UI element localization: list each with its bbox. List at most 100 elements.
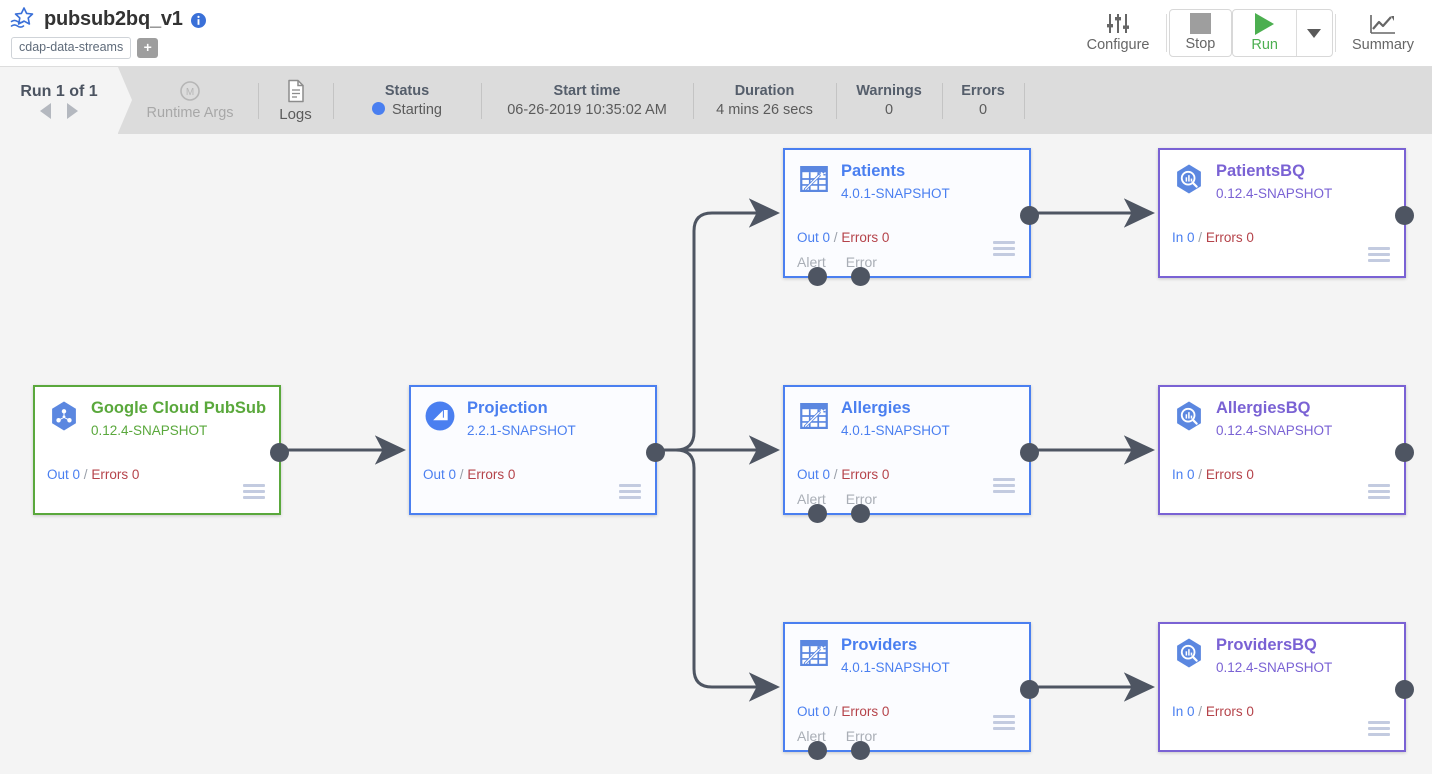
tag-row: cdap-data-streams + [11, 37, 159, 59]
chart-trend-icon [1370, 15, 1395, 34]
node-metrics: In 0 / Errors 0 [1172, 230, 1254, 246]
node-alert-port[interactable] [808, 504, 827, 523]
sliders-icon [1107, 14, 1130, 33]
node-projection[interactable]: Projection 2.2.1-SNAPSHOT Out 0 / Errors… [409, 385, 665, 515]
node-menu-button[interactable] [1368, 247, 1390, 262]
node-output-port[interactable] [1020, 680, 1039, 699]
node-menu-button[interactable] [243, 484, 265, 499]
previous-run-button[interactable] [40, 102, 51, 119]
node-metric-in: In 0 [1172, 704, 1195, 719]
metric-separator: / [1198, 704, 1203, 719]
toolbar-divider [1165, 14, 1167, 52]
node-title: Projection [467, 399, 548, 417]
node-output-port[interactable] [1395, 443, 1414, 462]
node-title-block: Google Cloud PubSub 0.12.4-SNAPSHOT [91, 399, 266, 439]
node-menu-button[interactable] [619, 484, 641, 499]
node-menu-button[interactable] [993, 241, 1015, 256]
projection-icon [425, 401, 455, 431]
run-counter-arrow [118, 67, 132, 133]
node-title-block: PatientsBQ 0.12.4-SNAPSHOT [1216, 162, 1332, 202]
node-output-port[interactable] [646, 443, 665, 462]
node-header: Providers 4.0.1-SNAPSHOT [785, 624, 1029, 676]
pipeline-canvas[interactable]: Google Cloud PubSub 0.12.4-SNAPSHOT Out … [0, 134, 1432, 774]
run-label: Run [1251, 36, 1278, 53]
status-value-wrap: Starting [372, 102, 442, 118]
node-google-cloud-pubsub[interactable]: Google Cloud PubSub 0.12.4-SNAPSHOT Out … [33, 385, 289, 515]
node-header: Projection 2.2.1-SNAPSHOT [411, 387, 655, 439]
stat-divider [1024, 83, 1025, 119]
node-providers[interactable]: Providers 4.0.1-SNAPSHOT Out 0 / Errors … [783, 622, 1039, 760]
node-alert-port[interactable] [808, 267, 827, 286]
pipeline-name: pubsub2bq_v1 [44, 7, 183, 30]
node-title-block: AllergiesBQ 0.12.4-SNAPSHOT [1216, 399, 1332, 439]
start-time-title: Start time [553, 83, 621, 99]
run-button[interactable]: Run [1233, 10, 1296, 56]
wrangler-icon [800, 165, 828, 193]
run-dropdown-button[interactable] [1295, 10, 1332, 56]
node-menu-button[interactable] [993, 478, 1015, 493]
node-port-labels: Alert Error [797, 491, 877, 507]
node-error-port[interactable] [851, 504, 870, 523]
runtime-args-button[interactable]: M Runtime Args [140, 67, 240, 134]
node-output-port[interactable] [1020, 206, 1039, 225]
node-error-port[interactable] [851, 741, 870, 760]
pipeline-tag[interactable]: cdap-data-streams [11, 37, 132, 59]
node-alert-port[interactable] [808, 741, 827, 760]
stop-icon [1189, 13, 1211, 34]
summary-button[interactable]: Summary [1338, 0, 1428, 66]
node-title-block: Projection 2.2.1-SNAPSHOT [467, 399, 576, 439]
node-metric-out: Out 0 [797, 467, 831, 482]
node-error-port[interactable] [851, 267, 870, 286]
node-patientsbq[interactable]: PatientsBQ 0.12.4-SNAPSHOT In 0 / Errors… [1158, 148, 1414, 278]
node-version: 0.12.4-SNAPSHOT [91, 423, 208, 438]
wrangler-icon [800, 639, 828, 667]
node-metric-errors: Errors 0 [841, 230, 890, 245]
node-metrics: Out 0 / Errors 0 [797, 704, 889, 720]
node-menu-button[interactable] [1368, 721, 1390, 736]
node-output-port[interactable] [1020, 443, 1039, 462]
node-output-port[interactable] [270, 443, 289, 462]
document-icon [287, 79, 304, 102]
status-title: Status [384, 83, 430, 99]
stat-divider [836, 83, 837, 119]
metric-separator: / [833, 230, 838, 245]
node-version: 0.12.4-SNAPSHOT [1216, 423, 1333, 438]
next-run-button[interactable] [67, 102, 78, 119]
summary-label: Summary [1351, 37, 1414, 53]
info-icon[interactable] [190, 12, 206, 28]
node-metric-errors: Errors 0 [1205, 704, 1254, 719]
wrangler-icon [800, 402, 828, 430]
node-menu-button[interactable] [1368, 484, 1390, 499]
node-title-block: Patients 4.0.1-SNAPSHOT [841, 162, 950, 202]
node-allergies[interactable]: Allergies 4.0.1-SNAPSHOT Out 0 / Errors … [783, 385, 1039, 523]
node-title-block: Providers 4.0.1-SNAPSHOT [841, 636, 950, 676]
node-output-port[interactable] [1395, 680, 1414, 699]
node-providersbq[interactable]: ProvidersBQ 0.12.4-SNAPSHOT In 0 / Error… [1158, 622, 1414, 752]
connector-layer [281, 198, 1156, 702]
stat-divider [333, 83, 334, 119]
add-tag-button[interactable]: + [137, 38, 159, 58]
stop-button[interactable]: Stop [1168, 9, 1233, 57]
warnings-cell: Warnings 0 [836, 67, 942, 134]
node-patients[interactable]: Patients 4.0.1-SNAPSHOT Out 0 / Errors 0… [783, 148, 1039, 286]
stat-divider [942, 83, 943, 119]
node-allergiesbq[interactable]: AllergiesBQ 0.12.4-SNAPSHOT In 0 / Error… [1158, 385, 1414, 515]
run-status-bar: Run 1 of 1 M Runtime Args Logs Status St… [0, 67, 1432, 134]
node-menu-button[interactable] [993, 715, 1015, 730]
metric-separator: / [1198, 467, 1203, 482]
node-metrics: Out 0 / Errors 0 [423, 467, 515, 483]
node-metric-in: In 0 [1172, 467, 1195, 482]
metric-separator: / [833, 704, 838, 719]
node-metric-errors: Errors 0 [467, 467, 516, 482]
alert-port-label: Alert [797, 254, 826, 270]
node-output-port[interactable] [1395, 206, 1414, 225]
configure-label: Configure [1086, 37, 1150, 53]
start-time-cell: Start time 06-26-2019 10:35:02 AM [481, 67, 693, 134]
status-cell: Status Starting [333, 67, 481, 134]
logs-button[interactable]: Logs [258, 67, 333, 134]
chevron-down-icon [1307, 28, 1322, 38]
error-port-label: Error [845, 491, 877, 507]
header-toolbar: Configure Stop Run Summary [1073, 0, 1428, 66]
configure-button[interactable]: Configure [1073, 0, 1164, 66]
metric-separator: / [833, 467, 838, 482]
